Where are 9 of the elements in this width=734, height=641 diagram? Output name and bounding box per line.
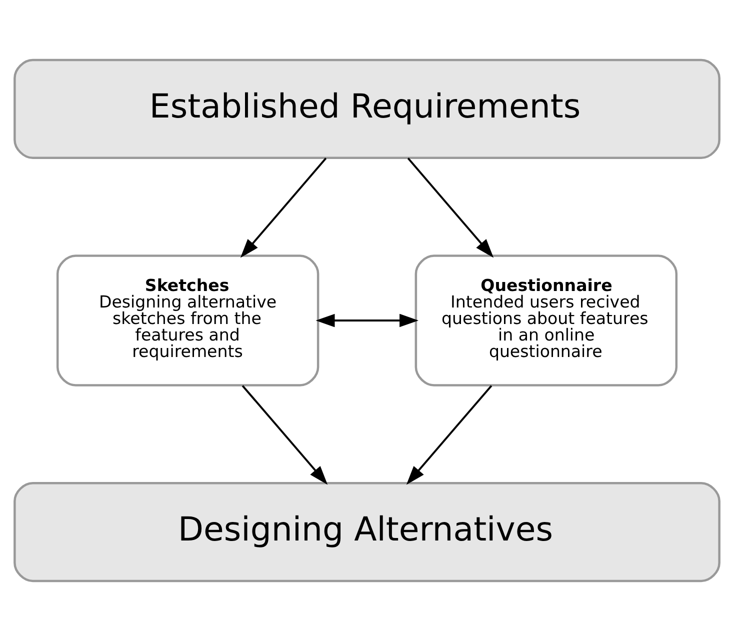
arrow <box>406 385 492 485</box>
node-box: Questionnaire Intended users recived questions about features in an online questionnaire <box>414 254 678 386</box>
arrow <box>316 314 419 328</box>
arrow <box>240 158 327 258</box>
node-box: Established Requirements <box>14 58 720 160</box>
arrow <box>242 385 328 485</box>
node-box: Designing Alternatives <box>14 482 720 582</box>
node-box: Sketches Designing alternative sketches from the features and requirements <box>56 254 320 386</box>
arrow <box>407 158 494 258</box>
